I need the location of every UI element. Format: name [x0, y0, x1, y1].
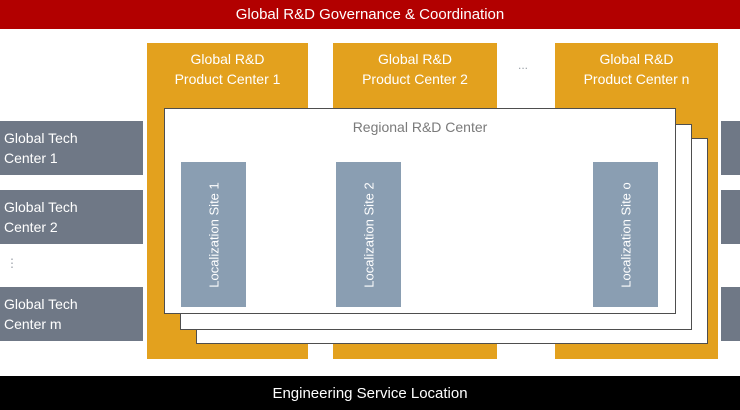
localization-site-1-label: Localization Site 1 — [206, 181, 221, 288]
tech-center-1: Global Tech Center 1 — [0, 121, 143, 175]
product-center-n-label: Global R&D Product Center n — [583, 51, 690, 87]
localization-site-o-label: Localization Site o — [618, 181, 633, 288]
tech-center-2-right-stub — [721, 190, 740, 244]
regional-center-title: Regional R&D Center — [352, 119, 488, 135]
governance-title: Global R&D Governance & Coordination — [235, 6, 505, 23]
engineering-service-banner: Engineering Service Location — [0, 376, 740, 410]
localization-site-2: Localization Site 2 — [336, 162, 401, 307]
regional-center-card-front: Regional R&D Center — [164, 108, 676, 314]
engineering-service-title: Engineering Service Location — [272, 384, 468, 402]
tech-center-m-label: Global Tech Center m — [4, 296, 78, 332]
tech-center-ellipsis: ⋮ — [6, 256, 18, 270]
product-center-1-label: Global R&D Product Center 1 — [174, 51, 281, 87]
localization-site-2-label: Localization Site 2 — [361, 181, 376, 288]
governance-banner: Global R&D Governance & Coordination — [0, 0, 740, 30]
tech-center-2-label: Global Tech Center 2 — [4, 199, 78, 235]
tech-center-1-label: Global Tech Center 1 — [4, 130, 78, 166]
localization-site-o: Localization Site o — [593, 162, 658, 307]
product-center-2-label: Global R&D Product Center 2 — [362, 51, 468, 87]
product-center-ellipsis: ... — [518, 58, 529, 72]
localization-site-1: Localization Site 1 — [181, 162, 246, 307]
tech-center-m: Global Tech Center m — [0, 287, 143, 341]
tech-center-m-right-stub — [721, 287, 740, 341]
tech-center-1-right-stub — [721, 121, 740, 175]
tech-center-2: Global Tech Center 2 — [0, 190, 143, 244]
